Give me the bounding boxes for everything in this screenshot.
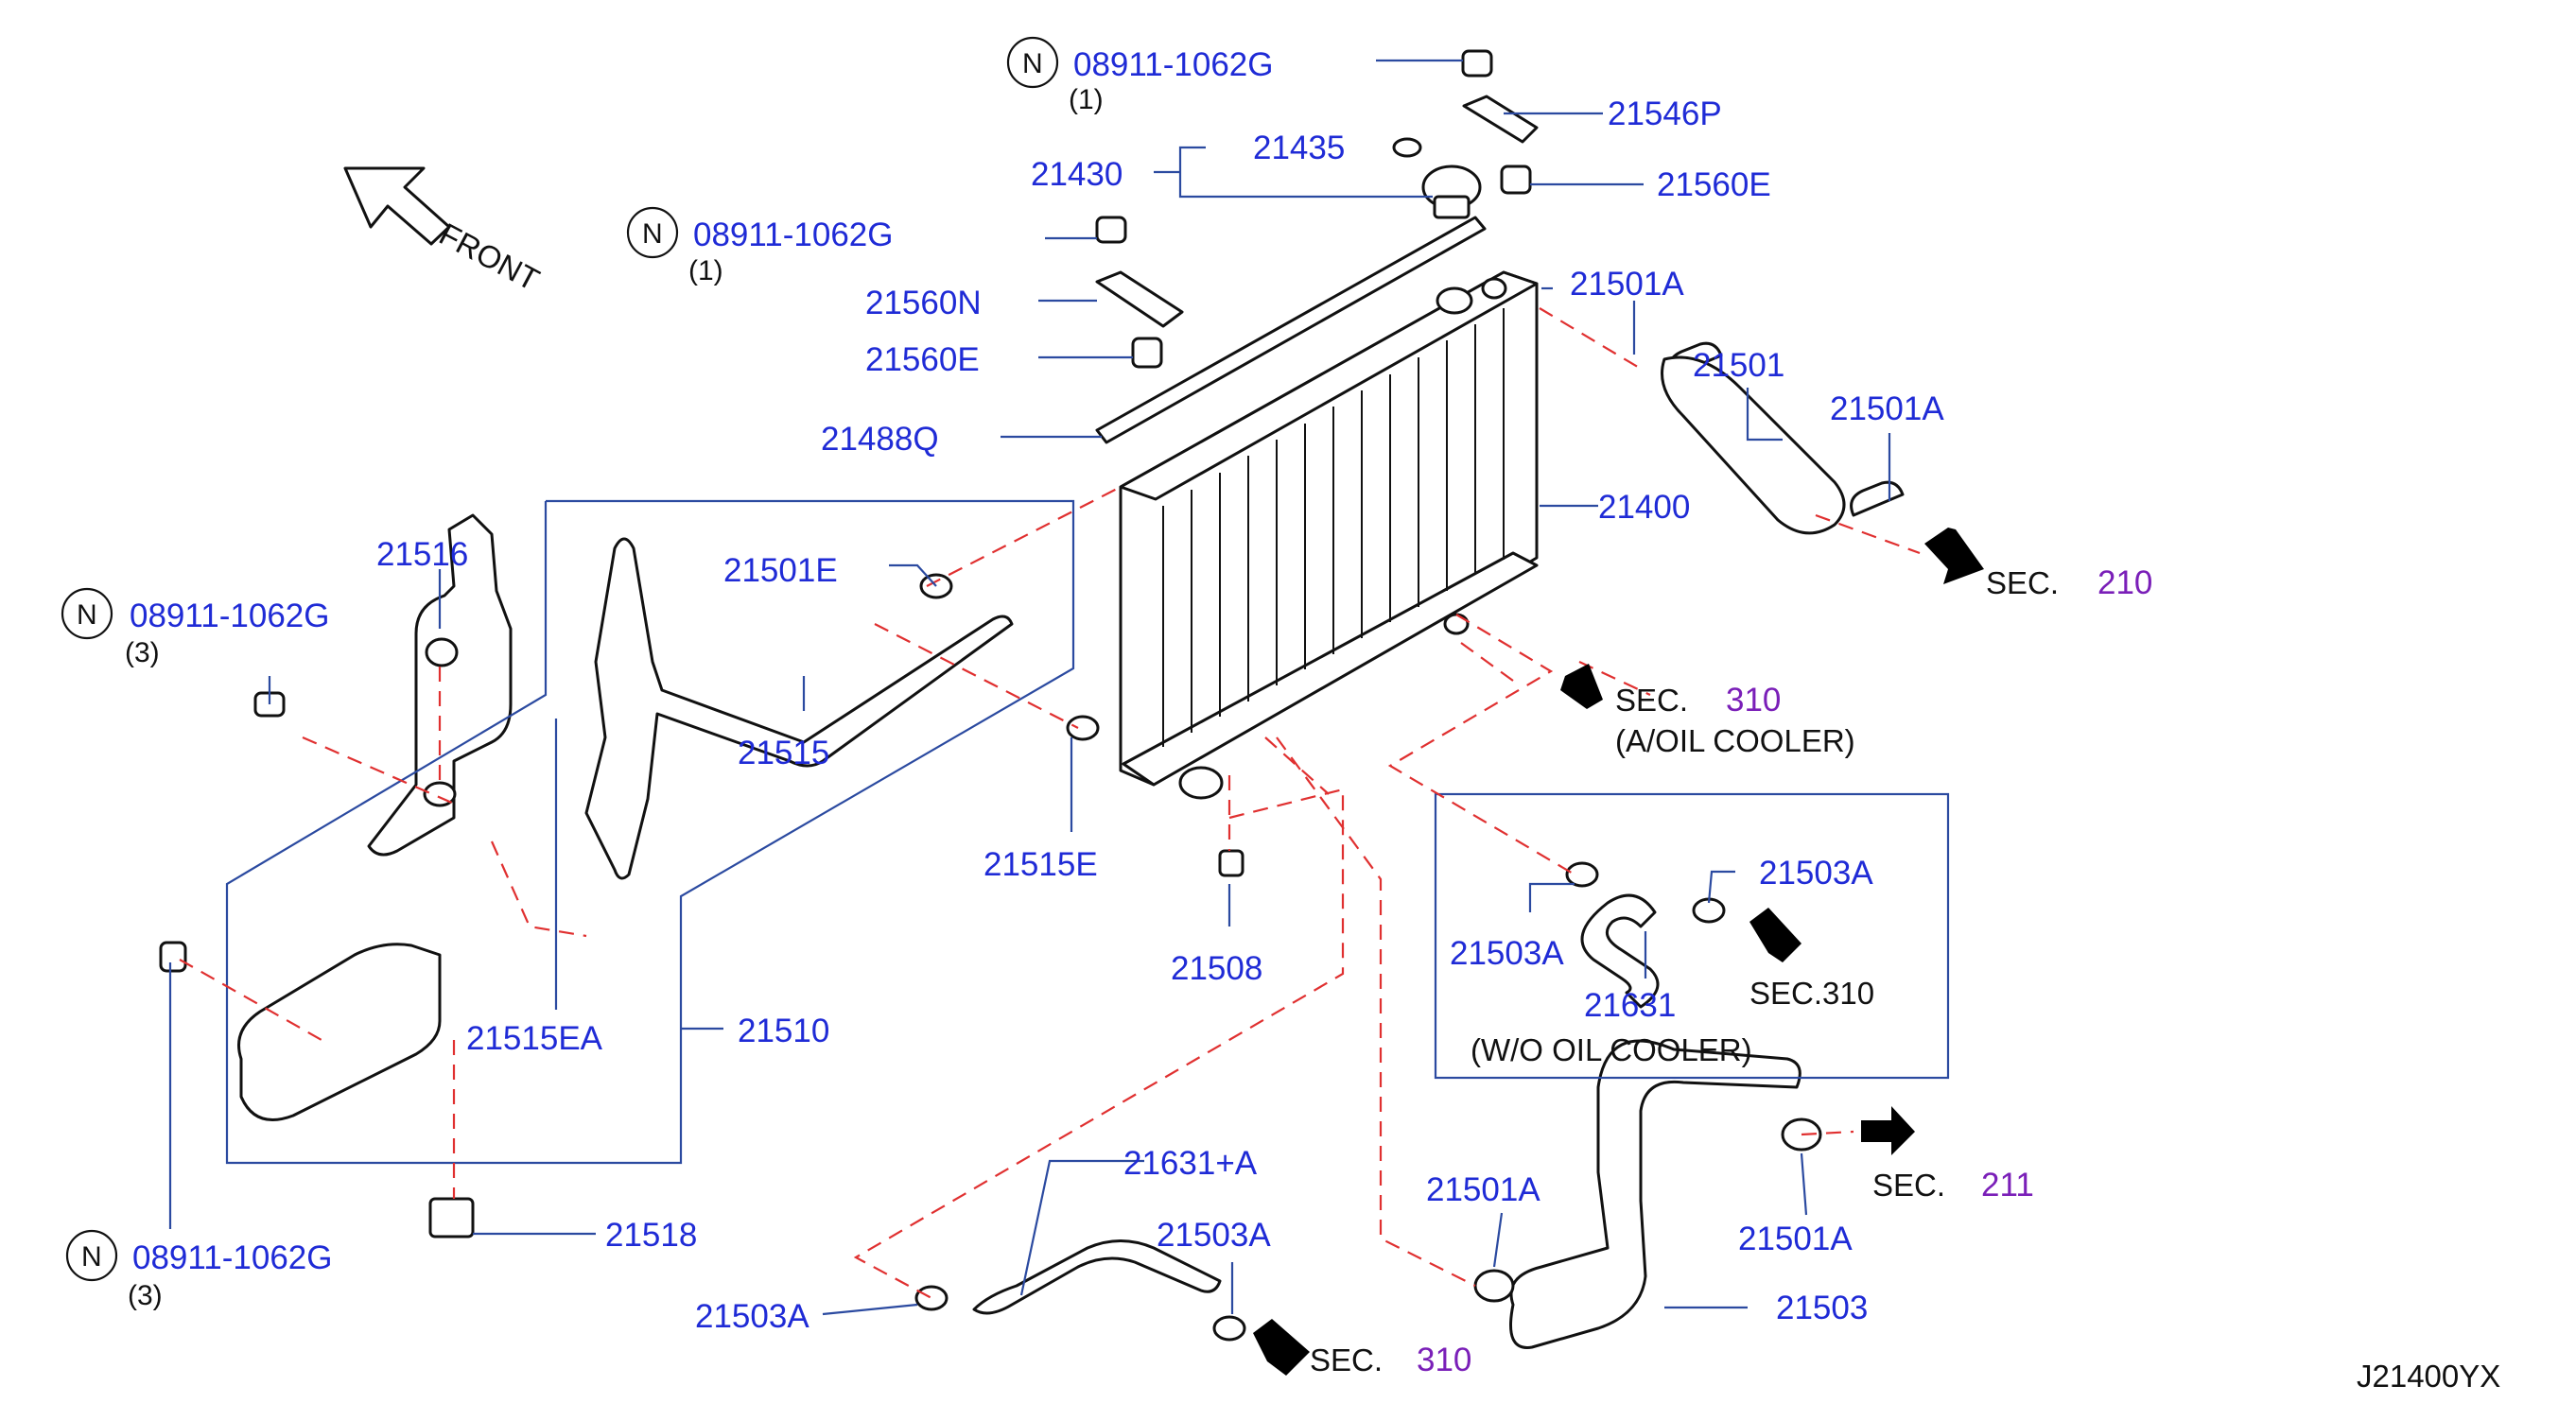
label-21560n: 21560N	[865, 285, 982, 321]
n-symbol: N	[642, 218, 663, 250]
label-21501a-1: 21501A	[1570, 266, 1684, 303]
nut-quantity: (1)	[688, 255, 723, 286]
nut-part-number: 08911-1062G	[1073, 46, 1273, 83]
label-21501a-3: 21501A	[1426, 1171, 1540, 1208]
leader-lines	[168, 59, 1891, 1316]
o-ring-icon	[1392, 137, 1422, 158]
label-21488q: 21488Q	[821, 421, 939, 458]
label-21515ea: 21515EA	[466, 1020, 603, 1057]
label-21508: 21508	[1171, 950, 1262, 987]
sec-310-top-prefix: SEC.	[1615, 683, 1688, 718]
label-21400: 21400	[1598, 489, 1690, 526]
hose-21631a	[972, 1239, 1222, 1315]
nut-quantity: (3)	[128, 1280, 163, 1311]
sec-211-number: 211	[1981, 1167, 2034, 1204]
label-21503a-1: 21503A	[1759, 855, 1873, 892]
sec-310-bottom-prefix: SEC.	[1310, 1342, 1383, 1377]
nut-callout-1: N 08911-1062G (1)	[1006, 36, 1273, 115]
n-symbol: N	[77, 599, 97, 631]
nut-callout-4: N 08911-1062G (3)	[65, 1229, 332, 1311]
label-21516: 21516	[376, 536, 468, 573]
lower-hose-21503	[1509, 1039, 1801, 1349]
nut-part-number: 08911-1062G	[130, 598, 329, 634]
nut-part-number: 08911-1062G	[693, 217, 893, 253]
mount-rubber-icon	[1131, 337, 1163, 369]
sec-310-top-note: (A/OIL COOLER)	[1615, 723, 1855, 758]
n-symbol: N	[81, 1241, 102, 1273]
sec-210-prefix: SEC.	[1986, 565, 2059, 600]
n-circle-icon	[61, 587, 113, 640]
label-21503a-3: 21503A	[1157, 1217, 1271, 1254]
label-21501a-4: 21501A	[1738, 1221, 1853, 1257]
mount-rubber-icon	[1500, 165, 1532, 195]
nut-icon	[1461, 49, 1493, 78]
diagram-code: J21400YX	[2357, 1359, 2500, 1394]
nut-callout-2: N 08911-1062G (1)	[626, 206, 893, 286]
label-21501: 21501	[1693, 347, 1784, 384]
nut-callout-3: N 08911-1062G (3)	[61, 587, 329, 668]
sec-310-box-note: (W/O OIL COOLER)	[1471, 1032, 1752, 1067]
nut-icon	[1095, 216, 1127, 244]
label-21515e: 21515E	[983, 846, 1098, 883]
nut-quantity: (3)	[125, 637, 160, 668]
bracket-icon	[1462, 95, 1539, 144]
label-21518: 21518	[605, 1217, 697, 1254]
n-circle-icon	[65, 1229, 118, 1282]
sec-211-prefix: SEC.	[1872, 1168, 1945, 1203]
sec-210-number: 210	[2097, 564, 2152, 601]
top-small-parts	[1095, 49, 1539, 369]
reservoir-group-box	[225, 499, 1075, 1165]
label-21510: 21510	[738, 1013, 829, 1049]
label-21631: 21631	[1584, 987, 1676, 1024]
hose-21515	[584, 537, 1014, 880]
label-21435: 21435	[1253, 130, 1345, 166]
part-labels: 21546P 21435 21430 21560E 21560N 21560E …	[376, 95, 1944, 1335]
section-references: SEC. 210 SEC. 310 (A/OIL COOLER) SEC.310…	[1310, 564, 2152, 1378]
n-circle-icon	[1006, 36, 1059, 89]
label-21631a: 21631+A	[1123, 1145, 1258, 1182]
reservoir-tank	[237, 513, 513, 1121]
label-21560e-top: 21560E	[1657, 166, 1771, 203]
nut-part-number: 08911-1062G	[132, 1239, 332, 1276]
n-circle-icon	[626, 206, 679, 259]
hose-21631	[1580, 893, 1660, 1009]
sec-310-bottom-number: 310	[1417, 1342, 1471, 1378]
label-21501a-2: 21501A	[1830, 390, 1944, 427]
label-21503a-2: 21503A	[1450, 935, 1564, 972]
label-21546p: 21546P	[1608, 95, 1722, 132]
label-21503a-4: 21503A	[695, 1298, 809, 1335]
clamps	[159, 573, 1822, 1342]
sec-310-box-text: SEC.310	[1749, 976, 1874, 1011]
front-direction-arrow: FRONT	[343, 166, 546, 298]
wo-oil-cooler-box	[1434, 792, 1950, 1080]
radiator-assembly	[1095, 165, 1539, 800]
label-21560e: 21560E	[865, 341, 980, 378]
label-21503: 21503	[1776, 1290, 1868, 1326]
label-21501e: 21501E	[723, 552, 838, 589]
label-21515: 21515	[738, 735, 829, 771]
front-label: FRONT	[434, 217, 546, 298]
bracket-icon	[1095, 270, 1184, 328]
n-symbol: N	[1022, 48, 1043, 79]
sec-310-top-number: 310	[1726, 682, 1781, 719]
label-21430: 21430	[1031, 156, 1123, 193]
dashed-connection-lines	[179, 307, 1921, 1299]
nut-quantity: (1)	[1069, 84, 1104, 115]
flow-arrows	[1253, 528, 1984, 1376]
